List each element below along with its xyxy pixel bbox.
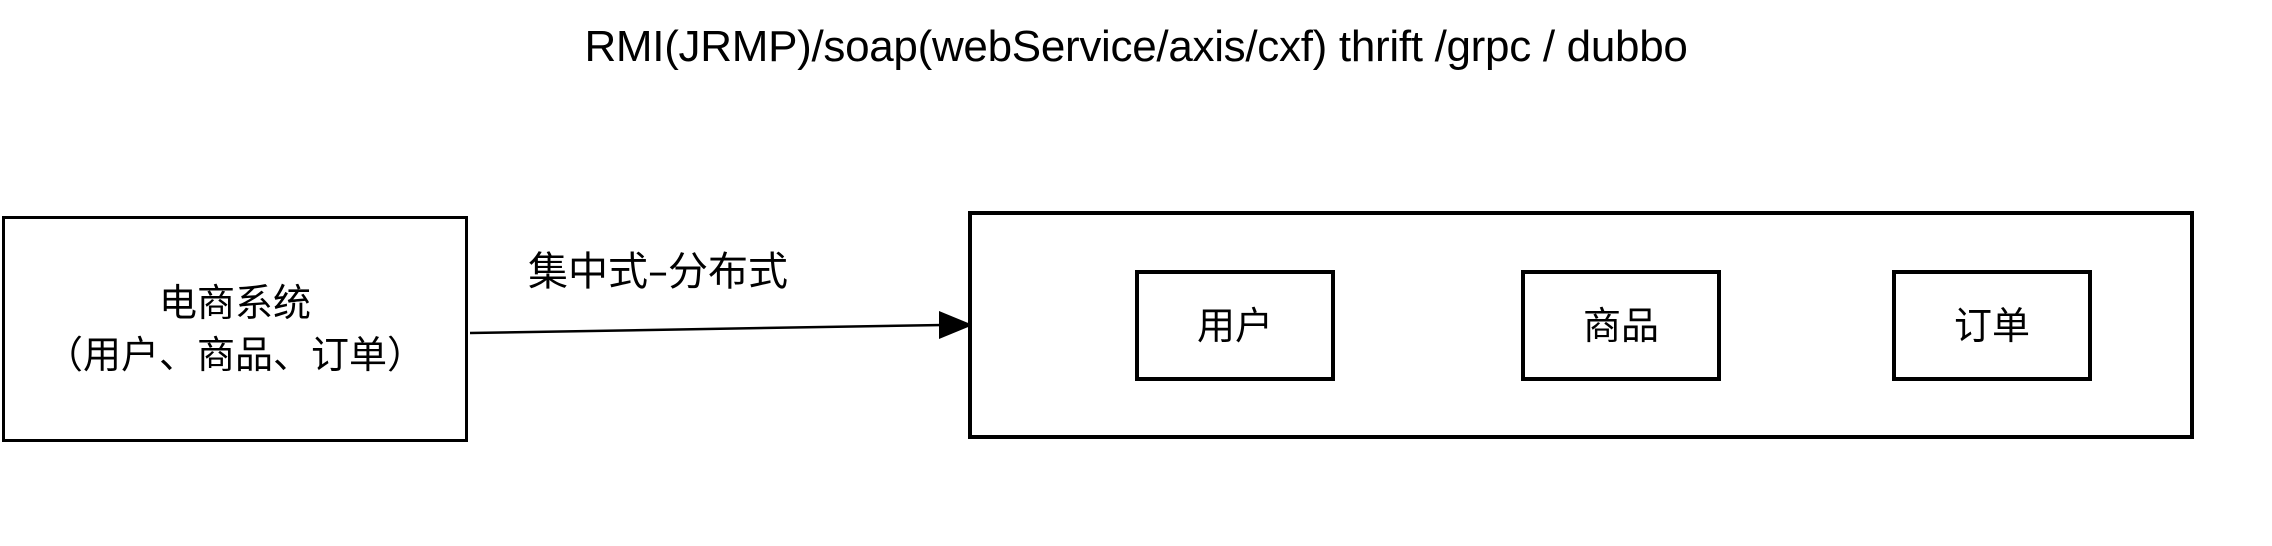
source-system-title: 电商系统 — [158, 281, 311, 325]
service-label: 商品 — [1582, 303, 1659, 348]
service-box-user: 用户 — [1135, 270, 1335, 381]
distributed-system-container: 用户 商品 订单 — [968, 211, 2194, 439]
arrow-label: 集中式–分布式 — [528, 249, 788, 295]
service-label: 订单 — [1953, 303, 2030, 348]
source-system-subtitle: （用户、商品、订单） — [44, 333, 425, 377]
service-box-order: 订单 — [1892, 270, 2092, 381]
source-system-box: 电商系统 （用户、商品、订单） — [2, 216, 468, 442]
arrow-line — [469, 323, 944, 335]
page-title: RMI(JRMP)/soap(webService/axis/cxf) thri… — [584, 22, 1688, 71]
service-box-product: 商品 — [1521, 270, 1721, 381]
service-label: 用户 — [1196, 303, 1273, 348]
transition-arrow-icon — [469, 311, 973, 339]
